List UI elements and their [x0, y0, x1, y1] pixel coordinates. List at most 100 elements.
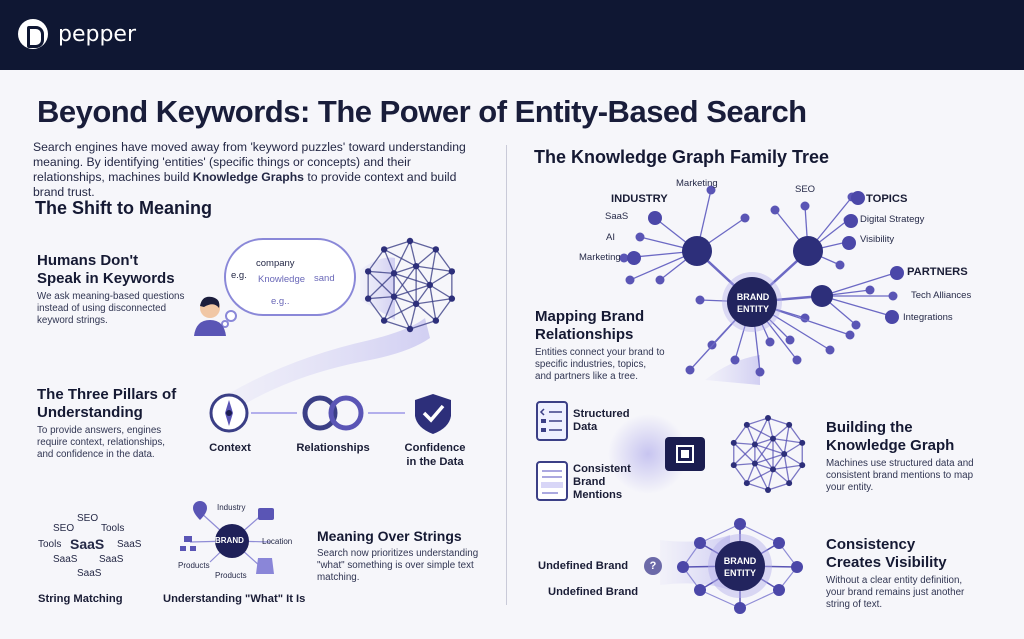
keyword-network-edge	[415, 265, 431, 286]
build-network-edge	[754, 453, 785, 465]
cons-ring-edge	[739, 589, 780, 609]
build-network-edge	[754, 417, 769, 445]
bag-icon	[256, 558, 274, 574]
build-network-edge	[746, 482, 769, 491]
keyword-network-edge	[393, 284, 431, 298]
build-network-node	[751, 460, 758, 467]
keyword-network-node	[390, 293, 398, 300]
keyword-network-node	[380, 246, 388, 253]
kg-edge	[821, 295, 892, 317]
keyword-network-node	[364, 295, 372, 302]
pillar-context-label: Context	[209, 442, 251, 454]
cons-center-node	[715, 541, 765, 591]
cons-node	[694, 584, 706, 596]
kg-partners-label: PARTNERS	[907, 266, 968, 278]
pillars-text-1: To provide answers, engines	[37, 425, 162, 436]
mapping-text-2: specific industries, topics,	[535, 359, 647, 370]
what-products-1: Products	[178, 561, 210, 570]
keyword-network-edge	[383, 319, 411, 330]
build-network-edge	[772, 468, 790, 484]
build-network-edge	[783, 453, 803, 466]
kg-node	[635, 232, 645, 242]
build-network-edge	[772, 453, 785, 470]
pepper-logo[interactable]: pepper	[18, 19, 136, 49]
intro-paragraph: Search engines have moved away from 'key…	[33, 140, 478, 200]
pillars-heading-1: The Three Pillars of	[37, 386, 177, 403]
pillars-text-2: require context, relationships,	[37, 437, 165, 448]
keyword-network-node	[448, 268, 456, 275]
knowledge-graph-title: The Knowledge Graph Family Tree	[534, 147, 830, 167]
build-network-node	[770, 435, 777, 442]
page-title: Beyond Keywords: The Power of Entity-Bas…	[37, 94, 807, 129]
shield-check-icon	[415, 394, 451, 434]
keyword-network-node	[432, 317, 440, 324]
keyword-network-node	[432, 246, 440, 253]
kg-node	[885, 310, 899, 324]
keyword-network-node	[412, 300, 420, 308]
keyword-network-edge	[368, 295, 395, 300]
question-mark-icon: ?	[644, 557, 662, 575]
keyword-network-edge	[367, 249, 385, 272]
intro-bold: Knowledge Graphs	[192, 170, 304, 184]
keyword-network-edge	[415, 284, 431, 305]
kg-node	[730, 355, 740, 365]
keyword-network-edge	[429, 284, 453, 300]
kg-node	[845, 330, 855, 340]
kg-center-label-1: BRAND	[736, 292, 770, 302]
cons-node	[791, 561, 803, 573]
build-network-edge	[733, 464, 748, 484]
mapping-heading-1: Mapping Brand	[535, 308, 645, 325]
kg-node	[825, 345, 835, 355]
build-network-edge	[772, 464, 803, 471]
build-network-edge	[767, 417, 774, 439]
shift-section-title: The Shift to Meaning	[35, 198, 212, 218]
build-network-edge	[783, 453, 790, 484]
build-network-edge	[772, 424, 790, 440]
what-products-2: Products	[215, 571, 247, 580]
cloud-word-company: company	[256, 258, 295, 269]
keyword-network-node	[364, 268, 372, 275]
build-network-node	[765, 415, 771, 421]
intro-text: Search engines have moved away from 'key…	[33, 140, 466, 184]
build-network-edge	[754, 463, 769, 491]
column-divider	[506, 145, 507, 605]
build-network-edge	[788, 424, 803, 444]
kg-ai: AI	[606, 232, 615, 243]
keyword-network-edge	[415, 303, 437, 322]
kg-node	[619, 253, 629, 263]
kg-node	[727, 277, 777, 327]
pillar-confidence-label-2: in the Data	[406, 456, 464, 468]
what-location: Location	[262, 537, 293, 546]
build-network-edge	[746, 424, 774, 440]
string-matching-label: String Matching	[38, 593, 123, 605]
building-text-3: your entity.	[826, 482, 874, 493]
undefined-brand-2: Undefined Brand	[548, 586, 639, 598]
brand-what-graphic	[180, 501, 274, 574]
mapping-text-3: and partners like a tree.	[535, 371, 638, 382]
keyword-network-edge	[429, 270, 453, 286]
brand-name: pepper	[58, 21, 137, 47]
kg-node	[682, 236, 712, 266]
cloud-word-eg: e.g.	[231, 270, 247, 281]
kg-node	[811, 285, 833, 307]
build-network-edge	[754, 443, 785, 455]
kg-node	[792, 355, 802, 365]
keyword-network-edge	[367, 270, 395, 298]
keyword-network-edge	[393, 296, 417, 305]
keyword-network-edge	[409, 240, 437, 251]
consistency-text-3: string of text.	[826, 599, 883, 610]
build-network-edge	[788, 464, 803, 484]
kg-node	[765, 337, 775, 347]
keyword-network-edge	[383, 248, 417, 267]
keyword-network-edge	[435, 249, 453, 272]
kg-marketing-top: Marketing	[676, 178, 718, 189]
build-network-node	[730, 439, 737, 446]
mapping-heading-2: Relationships	[535, 326, 634, 343]
keyword-network-edge	[368, 270, 395, 275]
build-network-node	[743, 421, 750, 428]
kg-node	[844, 214, 858, 228]
building-heading-2: Knowledge Graph	[826, 437, 955, 454]
build-network-edge	[767, 417, 790, 426]
